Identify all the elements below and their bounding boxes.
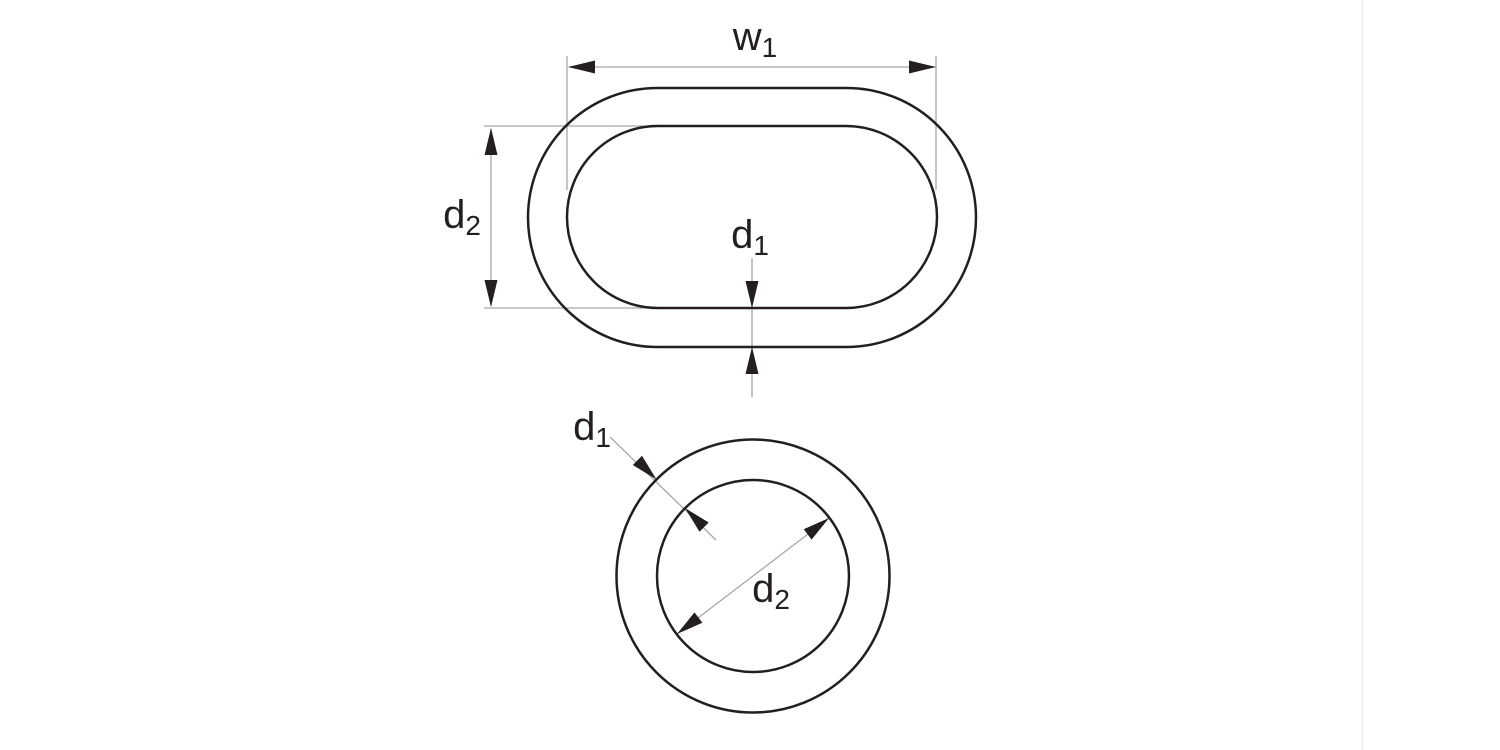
- part-outlines: [526, 86, 978, 714]
- d1-arrow-down-link: [745, 281, 759, 308]
- w1-label: w1: [732, 15, 777, 63]
- d2-label-ring-subscript: 2: [774, 584, 790, 615]
- d2-label-link-base: d: [443, 193, 465, 237]
- d1-label-link: d1: [731, 213, 769, 261]
- d1-arrow-outer-ring: [632, 455, 657, 480]
- d1-arrow-up-link: [745, 347, 759, 374]
- dimension-labels: w1 d2 d1 d1 d2: [443, 15, 790, 615]
- d2-arrow-lower-left-ring: [677, 612, 703, 634]
- w1-arrow-left: [568, 60, 595, 74]
- d1-label-link-subscript: 1: [753, 230, 769, 261]
- dimension-arrowheads: [484, 60, 936, 634]
- d2-label-link-subscript: 2: [465, 210, 481, 241]
- w1-label-base: w: [732, 15, 762, 59]
- w1-label-subscript: 1: [762, 32, 778, 63]
- d2-arrow-upper-right-ring: [803, 518, 829, 540]
- d1-label-ring-subscript: 1: [595, 422, 611, 453]
- w1-arrow-right: [909, 60, 936, 74]
- ring-outer-contour: [615, 438, 891, 714]
- d2-label-link: d2: [443, 193, 481, 241]
- d2-arrow-up: [484, 128, 498, 155]
- d2-label-ring-base: d: [752, 567, 774, 611]
- d2-label-ring: d2: [752, 567, 790, 615]
- d1-arrow-inner-ring: [685, 508, 709, 532]
- d2-arrow-down: [484, 280, 498, 307]
- d1-label-ring: d1: [573, 405, 611, 453]
- d1-label-link-base: d: [731, 213, 753, 257]
- d2-dimension-line-ring: [676, 517, 830, 635]
- ring-inner-contour: [655, 478, 851, 674]
- d1-label-ring-base: d: [573, 405, 595, 449]
